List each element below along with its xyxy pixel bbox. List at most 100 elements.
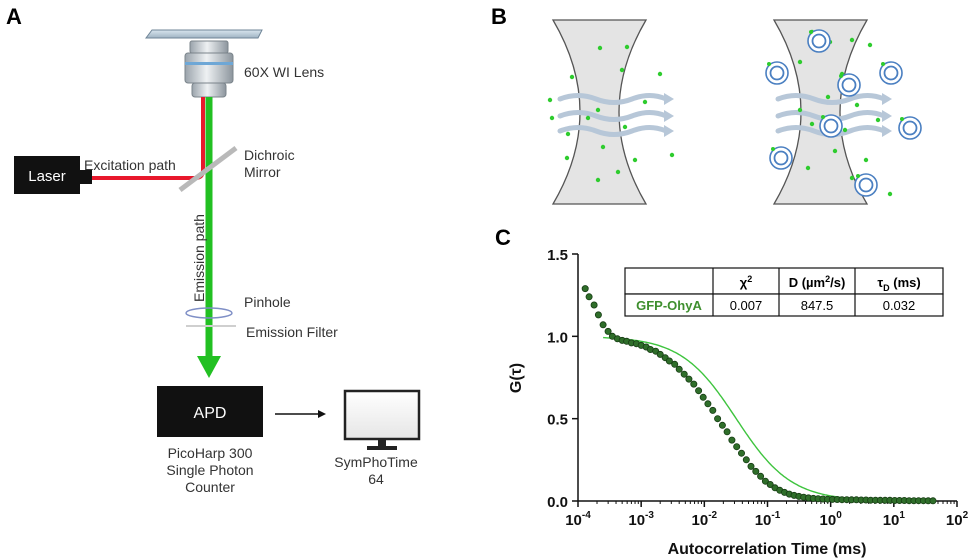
fluorophore-dot — [867, 42, 873, 48]
x-tick-label: 102 — [946, 510, 969, 529]
table-header-diffusion: D (µm2/s) — [789, 274, 846, 290]
fluorophore-dot — [849, 175, 855, 181]
pinhole-icon — [185, 307, 233, 319]
x-tick-label: 10-3 — [628, 510, 654, 529]
vesicle-marker-dot — [839, 74, 843, 78]
vesicle-marker-dot — [767, 62, 771, 66]
panel-b-letter: B — [491, 4, 507, 29]
table-value-tau: 0.032 — [883, 298, 916, 313]
x-tick-exponent: -1 — [771, 510, 780, 521]
fluorophore-dot — [809, 121, 815, 127]
y-tick-label: 0.5 — [547, 412, 568, 429]
data-point — [929, 497, 937, 505]
results-table: χ2 D (µm2/s) τD (ms) GFP-OhyA 0.007 847.… — [624, 267, 944, 317]
data-point — [761, 477, 769, 485]
flow-arrow-head — [664, 93, 674, 105]
data-point — [656, 350, 664, 358]
table-value-chi2: 0.007 — [730, 298, 763, 313]
fluorophore-dot — [600, 144, 606, 150]
emission-arrowhead — [197, 356, 221, 378]
data-point — [704, 400, 712, 408]
vesicle-inner — [902, 120, 918, 136]
fluorophore-dot — [565, 131, 571, 137]
x-axis-label: Autocorrelation Time (ms) — [668, 541, 867, 558]
x-tick-label: 10-1 — [755, 510, 781, 529]
data-point — [718, 421, 726, 429]
fluorophore-dot — [595, 107, 601, 113]
fluorophore-dot — [657, 71, 663, 77]
flow-arrow — [557, 110, 669, 122]
x-tick-exponent: 1 — [899, 510, 905, 521]
data-points — [581, 285, 937, 505]
data-point — [699, 393, 707, 401]
table-row-label: GFP-OhyA — [636, 298, 702, 313]
data-point — [604, 327, 612, 335]
emission-path-label: Emission path — [191, 214, 207, 302]
objective-lens-icon — [184, 40, 234, 98]
fluorophore-dot — [832, 148, 838, 154]
data-point — [594, 311, 602, 319]
y-tick-label: 1.5 — [547, 247, 568, 264]
x-tick-exponent: -4 — [582, 510, 591, 521]
data-point — [590, 301, 598, 309]
excitation-path-label: Excitation path — [84, 157, 176, 173]
fluorophore-dot — [619, 67, 625, 73]
data-point — [757, 472, 765, 480]
fluorophore-dot — [549, 115, 555, 121]
flow-arrow — [775, 93, 887, 105]
y-tick-label: 0.0 — [547, 494, 568, 511]
panel-c-letter: C — [495, 225, 511, 250]
apd-to-computer-arrowhead — [318, 410, 326, 418]
data-point — [585, 293, 593, 301]
vesicle-inner — [858, 177, 874, 193]
data-point — [581, 285, 589, 293]
flow-arrow — [557, 93, 669, 105]
fluorophore-dot — [622, 124, 628, 130]
flow-arrow-head — [664, 125, 674, 137]
picoharp-line-3: Counter — [185, 479, 235, 495]
fluorophore-dot — [569, 74, 575, 80]
data-point — [680, 370, 688, 378]
x-tick-base: 10 — [820, 512, 837, 529]
x-tick-label: 10-4 — [565, 510, 591, 529]
fluorophore-dot — [595, 177, 601, 183]
vesicles — [765, 29, 922, 197]
apd-box — [157, 386, 263, 437]
vesicle-inner — [883, 65, 899, 81]
fit-curve — [603, 336, 932, 502]
fluorophore-dot — [863, 157, 869, 163]
vesicle-inner — [823, 118, 839, 134]
panel-a: A 60X WI Lens Dichroic Mirror Laser Exci… — [6, 4, 421, 495]
pinhole-label: Pinhole — [244, 294, 291, 310]
vesicle-marker-dot — [809, 30, 813, 34]
fluorophore-dot — [825, 94, 831, 100]
x-tick-exponent: -3 — [645, 510, 654, 521]
fluorophore-dot — [805, 165, 811, 171]
x-tick-exponent: -2 — [708, 510, 717, 521]
laser-box — [14, 156, 80, 194]
fluorophore-dot — [854, 102, 860, 108]
x-tick-base: 10 — [883, 512, 900, 529]
vesicle-inner — [769, 65, 785, 81]
vesicle-marker-dot — [821, 115, 825, 119]
fluorophore-dot — [624, 44, 630, 50]
y-axis-label: G(τ) — [508, 363, 525, 393]
vesicle-marker-dot — [881, 62, 885, 66]
fluorophore-dot — [597, 45, 603, 51]
cover-slide — [145, 29, 263, 39]
x-tick-base: 10 — [692, 512, 709, 529]
x-tick-label: 101 — [883, 510, 906, 529]
data-point — [695, 387, 703, 395]
dichroic-label-line-1: Dichroic — [244, 147, 295, 163]
apd-label: APD — [194, 405, 227, 422]
fluorophore-dot — [887, 191, 893, 197]
fluorophore-dot — [669, 152, 675, 158]
fluorophore-dot — [564, 155, 570, 161]
data-point — [747, 462, 755, 470]
table-value-diffusion: 847.5 — [801, 298, 834, 313]
data-point — [723, 428, 731, 436]
fluorophore-dot — [842, 127, 848, 133]
table-header-row — [624, 267, 944, 295]
